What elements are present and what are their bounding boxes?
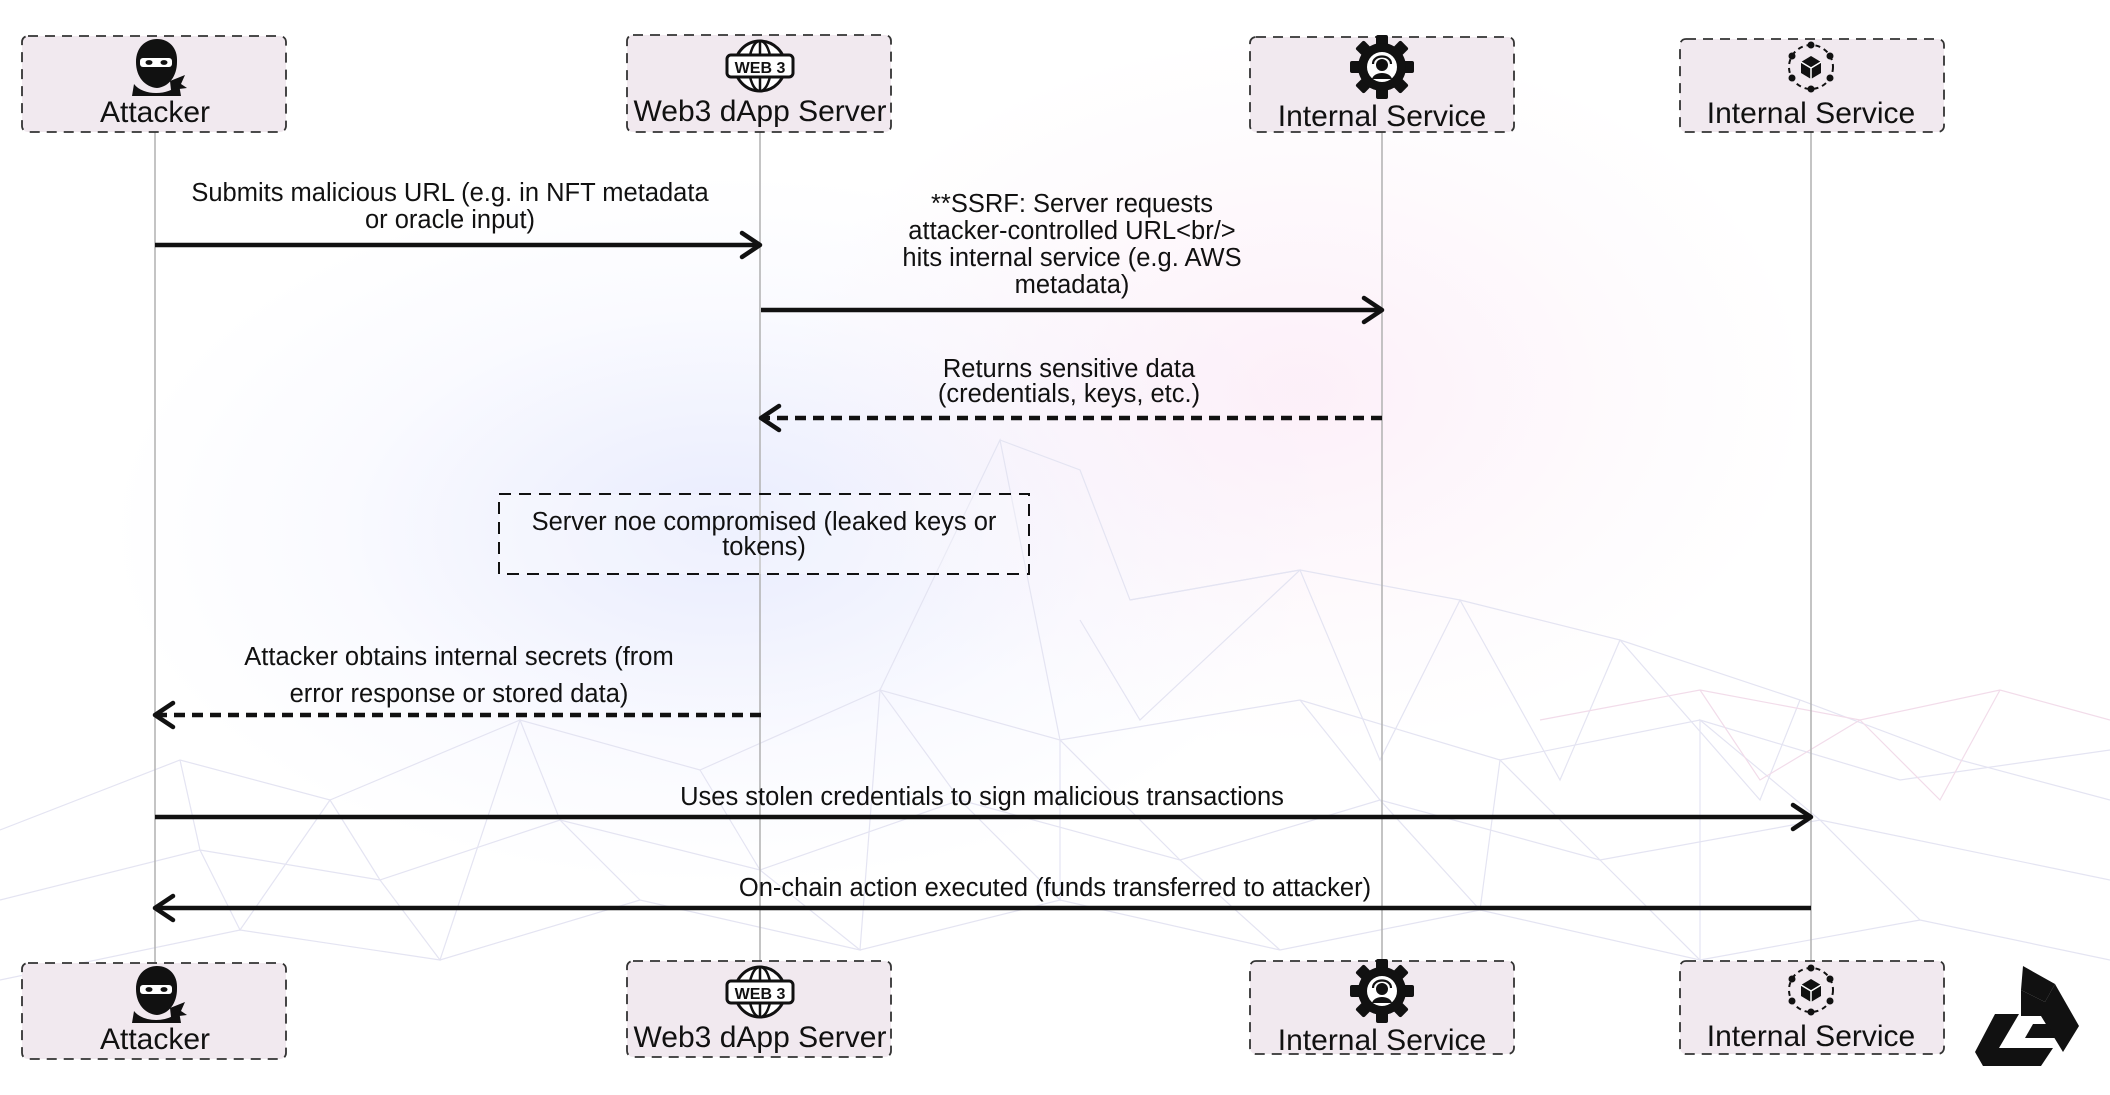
participant-internal-service-cube-bottom: Internal Service: [1679, 960, 1945, 1055]
ninja-icon: [132, 39, 187, 96]
participant-internal-service-gear-top: Internal Service: [1249, 35, 1515, 133]
message-4-line-1: Attacker obtains internal secrets (from: [244, 643, 673, 671]
background-mesh-pink: [1539, 689, 2110, 801]
message-5-line-1: Uses stolen credentials to sign maliciou…: [680, 783, 1284, 811]
message-3-line-2: (credentials, keys, etc.): [938, 380, 1200, 408]
network-cube-icon: [1788, 41, 1834, 93]
message-1-line-1: Submits malicious URL (e.g. in NFT metad…: [191, 179, 709, 207]
network-cube-icon: [1788, 964, 1834, 1016]
background-mesh: [0, 438, 2110, 981]
web3-icon-text: WEB 3: [735, 60, 786, 77]
message-2-line-2: attacker-controlled URL<br/>: [908, 217, 1235, 245]
note-line-2: tokens): [722, 533, 806, 561]
participant-web3-server-bottom-label: Web3 dApp Server: [634, 1021, 887, 1054]
message-2-line-4: metadata): [1015, 271, 1130, 299]
web3-globe-icon: WEB 3: [725, 965, 795, 1019]
message-1: Submits malicious URL (e.g. in NFT metad…: [155, 179, 763, 260]
web3-globe-icon: WEB 3: [725, 39, 795, 93]
participant-internal-service-cube-bottom-label: Internal Service: [1707, 1020, 1915, 1053]
participant-internal-service-gear-bottom-label: Internal Service: [1278, 1024, 1486, 1057]
message-6: On-chain action executed (funds transfer…: [152, 874, 1811, 923]
participants: Attacker WEB 3 Web3 dApp Server: [21, 34, 1945, 1060]
message-6-line-1: On-chain action executed (funds transfer…: [739, 874, 1371, 902]
message-4-line-2: error response or stored data): [290, 680, 629, 708]
ninja-icon: [132, 966, 187, 1023]
message-2-line-1: **SSRF: Server requests: [931, 190, 1213, 218]
note-line-1: Server noe compromised (leaked keys or: [532, 508, 997, 536]
message-2-line-3: hits internal service (e.g. AWS: [902, 244, 1241, 272]
participant-attacker-top-label: Attacker: [100, 96, 210, 129]
support-gear-icon: [1350, 959, 1414, 1023]
background-glow-pink: [800, 40, 1800, 740]
participant-attacker-bottom: Attacker: [21, 962, 287, 1060]
message-1-line-2: or oracle input): [365, 206, 535, 234]
note-box: Server noe compromised (leaked keys or t…: [498, 493, 1030, 575]
message-2: **SSRF: Server requests attacker-control…: [761, 190, 1385, 325]
participant-internal-service-gear-bottom: Internal Service: [1249, 959, 1515, 1057]
message-3: Returns sensitive data (credentials, key…: [758, 355, 1382, 433]
message-4: Attacker obtains internal secrets (from …: [152, 643, 761, 730]
message-3-line-1: Returns sensitive data: [943, 355, 1196, 383]
support-gear-icon: [1350, 35, 1414, 99]
participant-attacker-bottom-label: Attacker: [100, 1023, 210, 1056]
participant-internal-service-cube-top-label: Internal Service: [1707, 97, 1915, 130]
participant-attacker-top: Attacker: [21, 35, 287, 133]
web3-icon-text: WEB 3: [735, 986, 786, 1003]
participant-internal-service-gear-top-label: Internal Service: [1278, 100, 1486, 133]
message-5: Uses stolen credentials to sign maliciou…: [155, 783, 1814, 832]
participant-web3-server-top: WEB 3 Web3 dApp Server: [626, 34, 892, 133]
participant-web3-server-bottom: WEB 3 Web3 dApp Server: [626, 960, 892, 1058]
brand-logo: [1975, 966, 2079, 1066]
participant-web3-server-top-label: Web3 dApp Server: [634, 95, 887, 128]
participant-internal-service-cube-top: Internal Service: [1679, 38, 1945, 133]
